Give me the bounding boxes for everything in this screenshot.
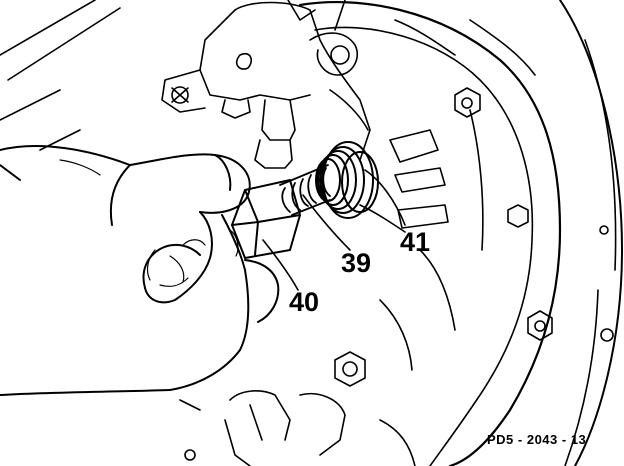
leader-39 [302, 194, 351, 251]
leader-lines [262, 194, 406, 291]
background-lines [0, 0, 121, 151]
callout-label-bushing: 41 [400, 227, 431, 257]
bushing-rings [315, 141, 379, 219]
leader-40 [262, 239, 299, 291]
plate-details [379, 109, 484, 371]
leader-41 [359, 204, 406, 233]
brake-disc [559, 0, 623, 466]
figure-code: PD5 - 2043 - 13 [487, 432, 587, 447]
callout-label-nut: 40 [289, 287, 320, 317]
callout-label-bolt: 39 [341, 248, 372, 278]
backing-plate [298, 0, 562, 466]
lower-hardware [179, 390, 416, 466]
caliper-housing [161, 0, 406, 226]
hand-illustration [0, 145, 280, 396]
hex-nut [231, 179, 301, 259]
plate-bolts [334, 87, 553, 387]
